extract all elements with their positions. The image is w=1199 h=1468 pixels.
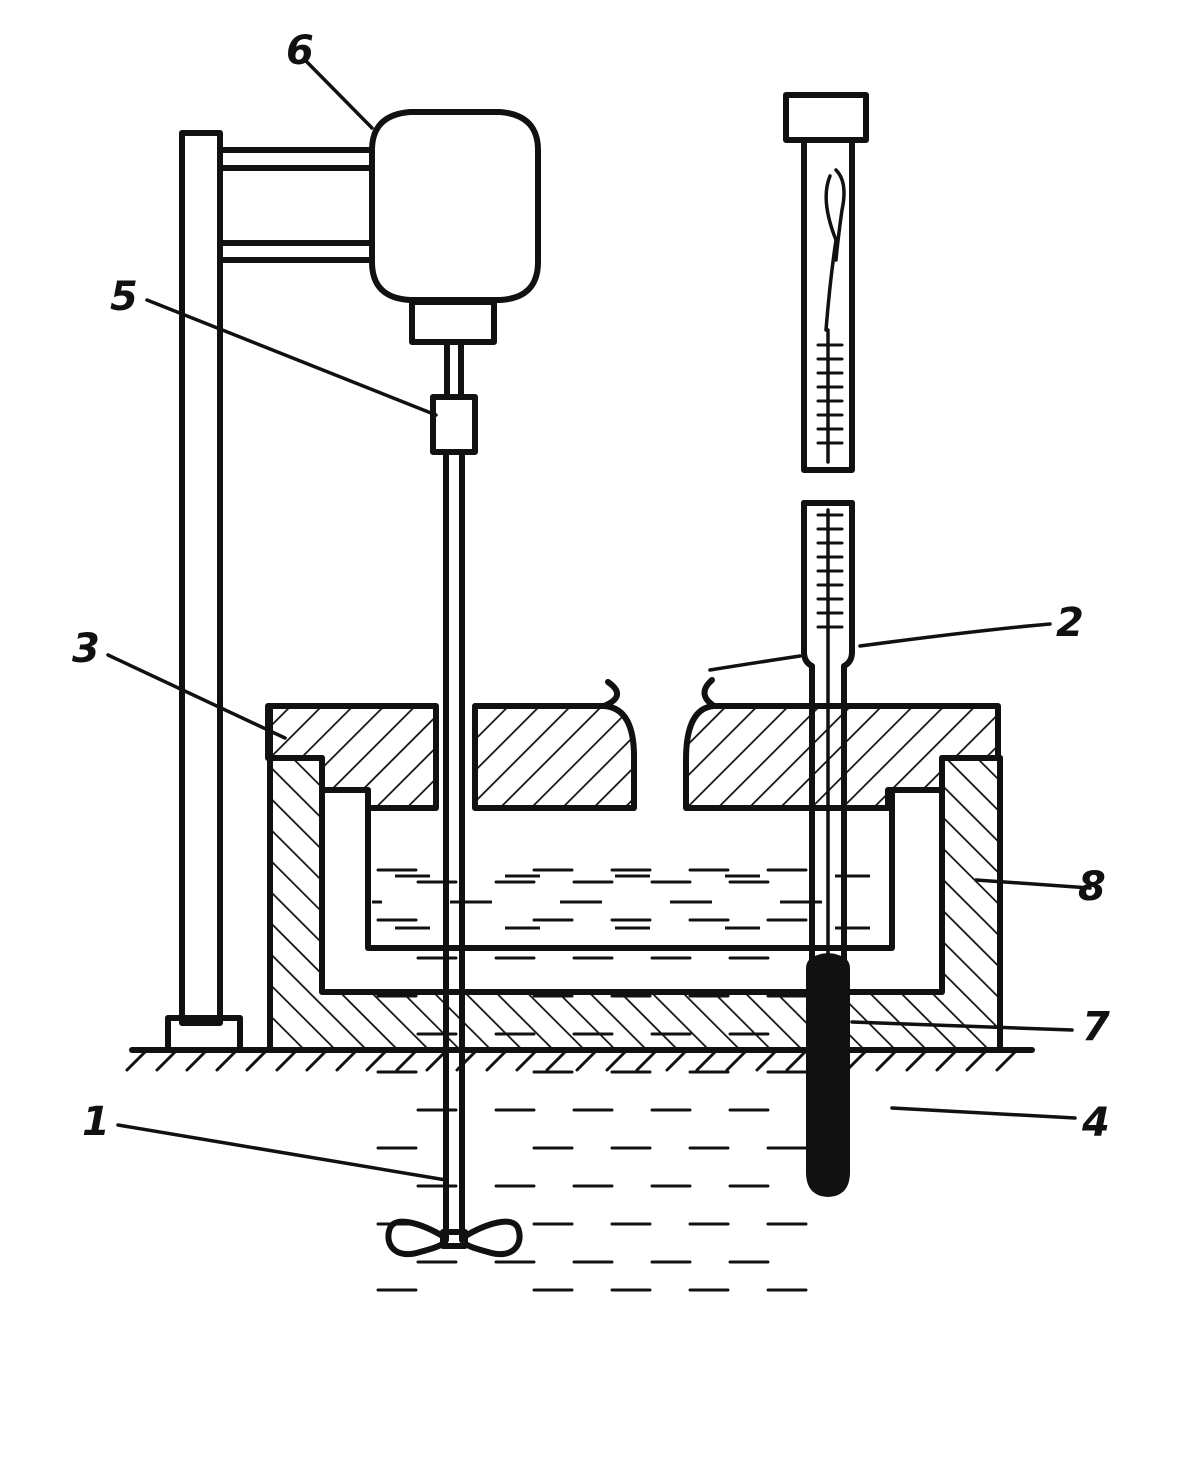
thermometer (783, 92, 869, 1197)
leader-lines (106, 58, 1092, 1182)
label-motor: 6 (286, 28, 314, 74)
label-lid: 3 (72, 626, 100, 672)
thermometer-bulb (806, 953, 850, 1197)
label-thermometer: 2 (1056, 600, 1084, 646)
part-labels: 1 2 3 4 5 6 7 8 (72, 28, 1110, 1146)
stirrer-shaft (430, 339, 478, 1241)
label-coupling: 5 (110, 274, 138, 320)
coupling (430, 394, 478, 455)
liquid (372, 862, 888, 946)
lid (265, 677, 1001, 811)
label-sample: 7 (1082, 1004, 1110, 1050)
liquid-surface (376, 868, 808, 1292)
impeller (385, 1218, 523, 1257)
motor (369, 109, 541, 345)
label-impeller: 1 (82, 1099, 110, 1145)
label-insulated-jacket: 8 (1078, 864, 1106, 910)
support-stand (165, 130, 375, 1053)
label-inner-vessel: 4 (1081, 1100, 1110, 1146)
